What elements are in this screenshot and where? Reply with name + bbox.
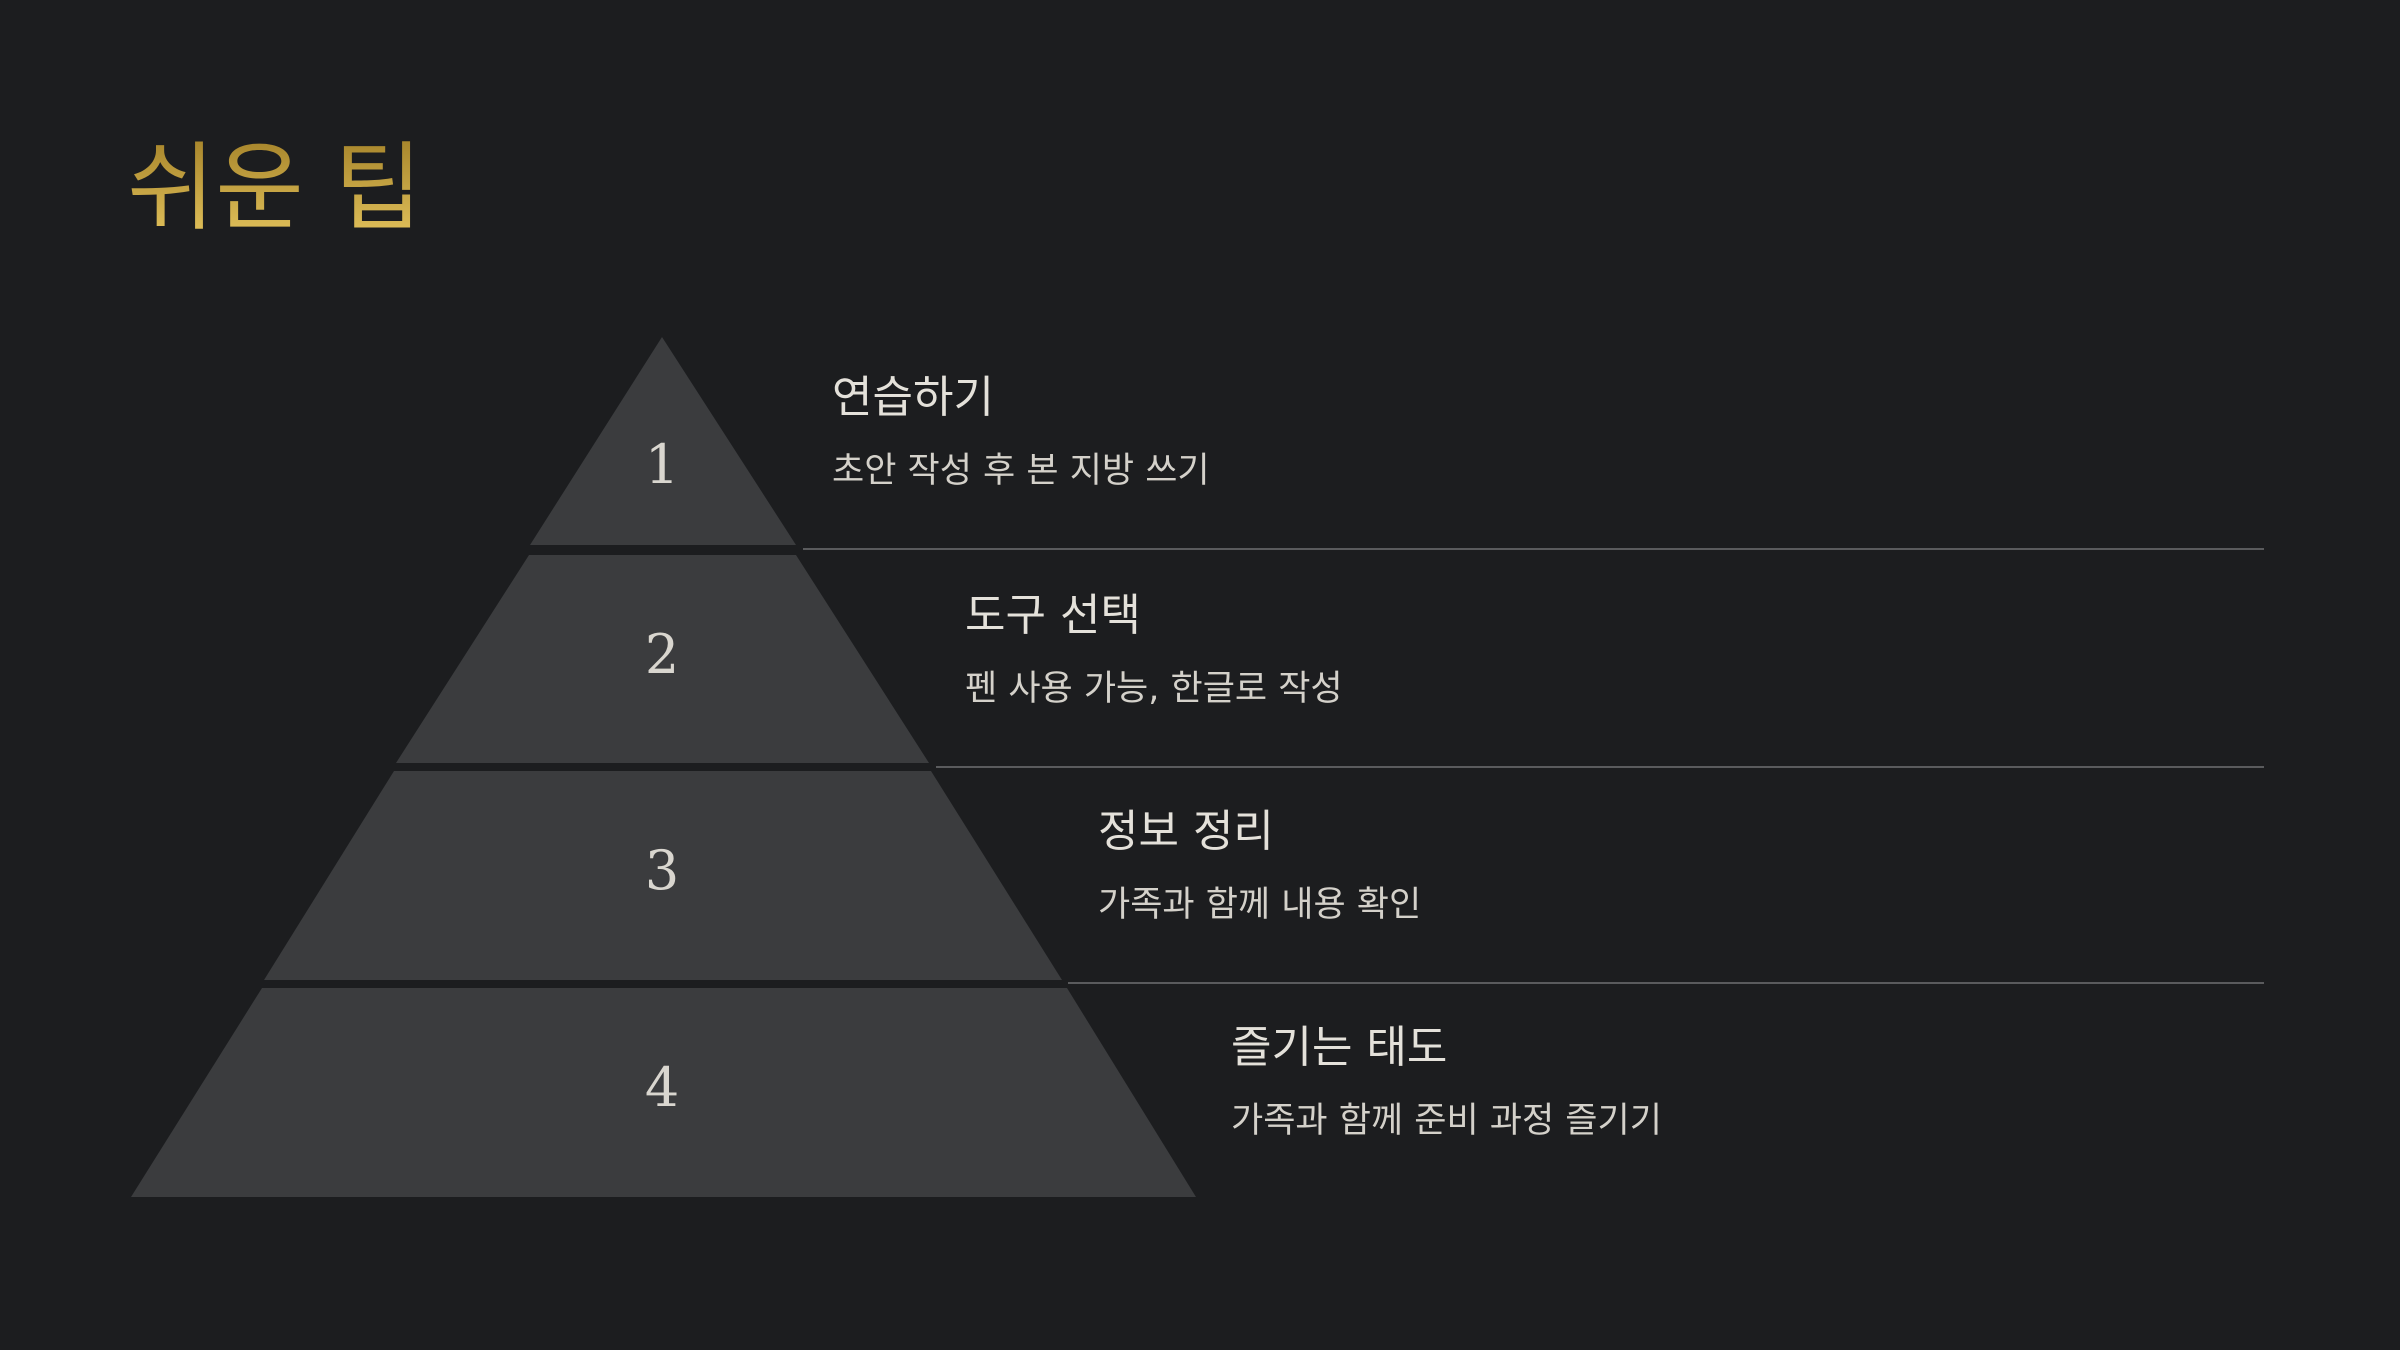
tier-1-title: 연습하기 (832, 372, 994, 423)
tier-3-text: 정보 정리 가족과 함께 내용 확인 (1098, 810, 1421, 923)
tier-3-number: 3 (645, 839, 679, 902)
pyramid-tier-4 (131, 988, 1196, 1197)
tier-1-number: 1 (645, 433, 679, 496)
tier-1-text: 연습하기 초안 작성 후 본 지방 쓰기 (832, 376, 1210, 489)
tier-4-text: 즐기는 태도 가족과 함께 준비 과정 즐기기 (1231, 1026, 1662, 1139)
tier-4-title: 즐기는 태도 (1231, 1022, 1448, 1073)
tier-2-description: 펜 사용 가능, 한글로 작성 (965, 669, 1343, 709)
pyramid-tier-1 (530, 337, 796, 545)
tier-2-title: 도구 선택 (965, 590, 1141, 641)
tier-2-number: 2 (645, 623, 679, 686)
tier-2-text: 도구 선택 펜 사용 가능, 한글로 작성 (965, 594, 1343, 707)
pyramid-tier-3 (264, 771, 1062, 980)
tier-3-description: 가족과 함께 내용 확인 (1098, 885, 1422, 925)
tier-1-description: 초안 작성 후 본 지방 쓰기 (832, 451, 1210, 491)
tier-3-title: 정보 정리 (1098, 806, 1274, 857)
slide-title: 쉬운 팁 (127, 132, 423, 244)
tier-4-number: 4 (645, 1056, 679, 1119)
pyramid-tier-2 (396, 555, 929, 763)
tier-4-description: 가족과 함께 준비 과정 즐기기 (1231, 1101, 1662, 1141)
